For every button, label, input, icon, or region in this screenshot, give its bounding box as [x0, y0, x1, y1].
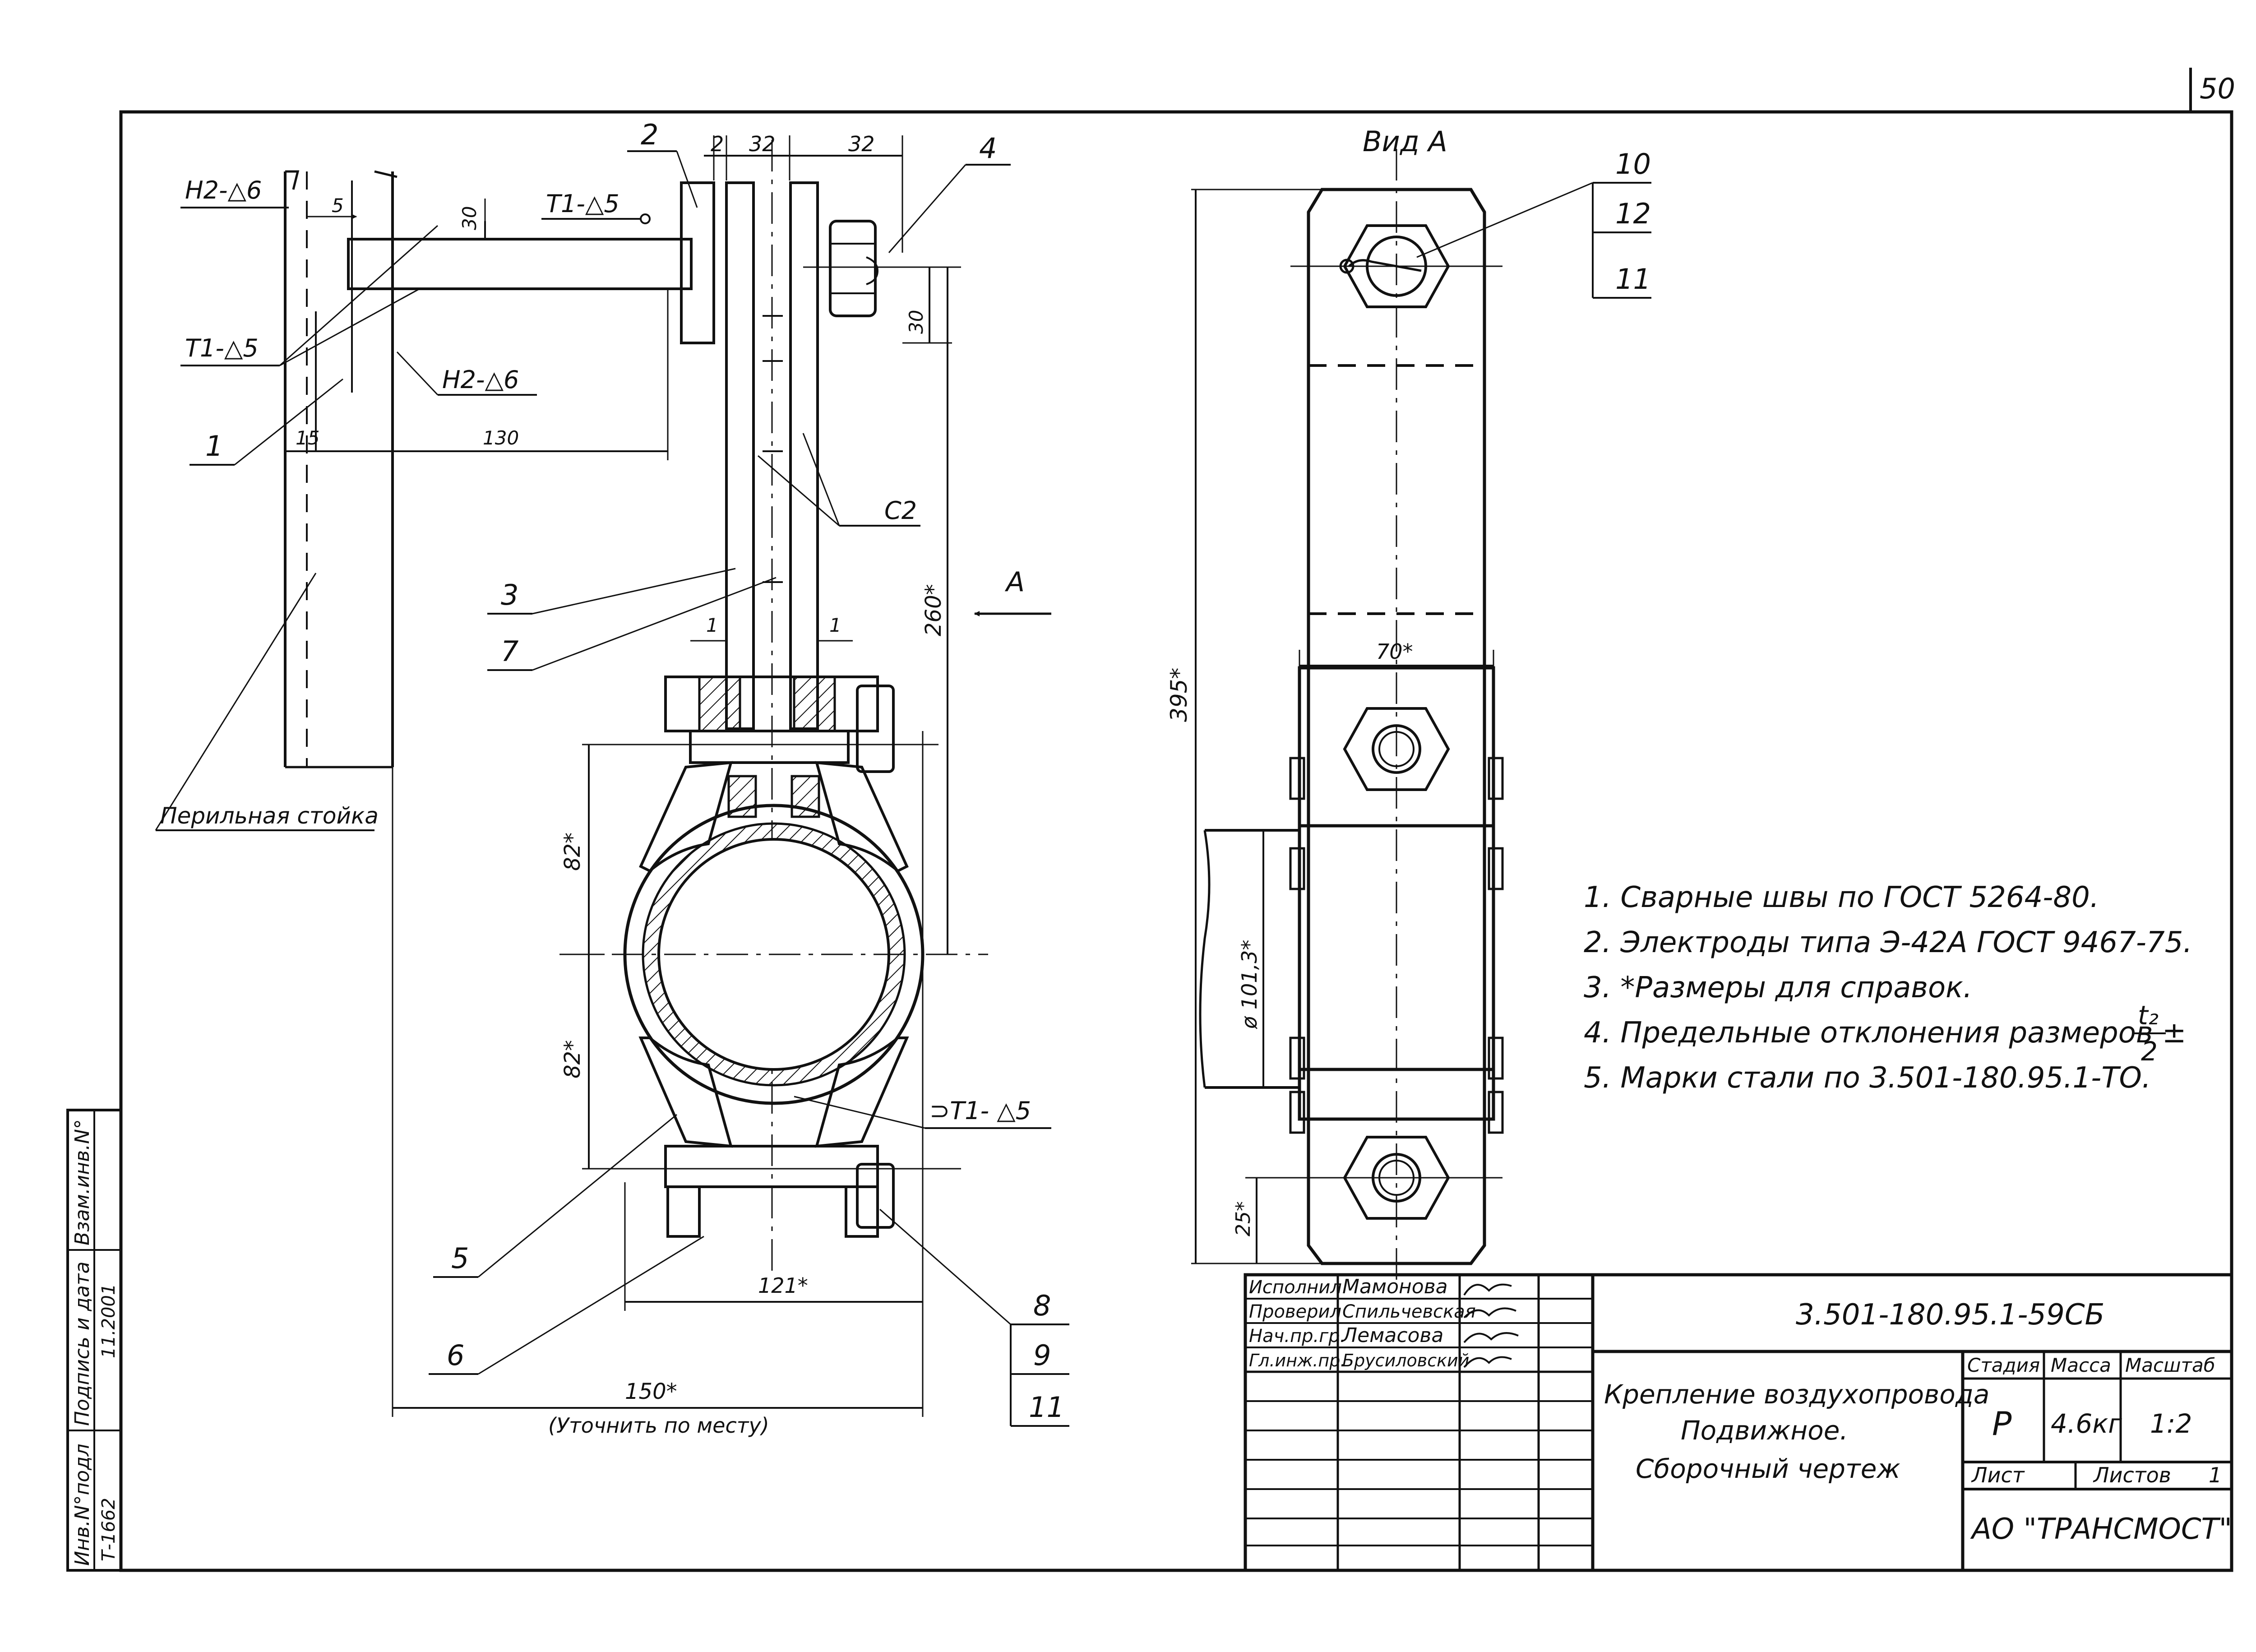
dim-25: 25* — [1232, 1201, 1255, 1236]
technical-notes: 1. Сварные швы по ГОСТ 5264-80. 2. Элект… — [1584, 881, 2192, 1095]
stamp-value-date: 11.2001 — [98, 1284, 119, 1358]
callout-11a: 11 — [1029, 1391, 1064, 1424]
callout-6: 6 — [447, 1339, 464, 1372]
stamp-label-sign: Подпись и дата — [71, 1262, 94, 1426]
title-line-3: Сборочный чертеж — [1636, 1453, 1900, 1484]
dim-30b: 30 — [905, 310, 927, 334]
title-block: Исполнил Проверил Нач.пр.гр. Гл.инж.пр. … — [1244, 1273, 2233, 1572]
dim-5: 5 — [332, 194, 344, 217]
dim-15: 15 — [296, 427, 319, 449]
sheet-number: 50 — [2200, 72, 2235, 105]
dim-30a: 30 — [458, 206, 481, 230]
drawing-designation: 3.501-180.95.1-59СБ — [1796, 1298, 2104, 1332]
front-dimensions: 2 32 32 5 30 30 15 130 260* 1 1 82* 82* … — [285, 132, 1051, 1438]
post-label: Перильная стойка — [160, 803, 379, 829]
callout-3: 3 — [501, 578, 518, 611]
view-a-label: Вид А — [1363, 125, 1447, 158]
bracket-bar — [347, 181, 715, 344]
weld-t1-left: Т1-△5 — [185, 334, 259, 362]
dim-1a: 1 — [706, 614, 718, 636]
note-2: 2. Электроды типа Э-42А ГОСТ 9467-75. — [1584, 926, 2192, 959]
railing-post — [284, 170, 398, 768]
weld-t1-bottom: ⊃Т1- △5 — [929, 1097, 1031, 1125]
note-3: 3. *Размеры для справок. — [1584, 971, 1972, 1004]
weld-c2: С2 — [884, 496, 917, 525]
callout-10: 12 — [1615, 197, 1651, 230]
name-2: Лемасова — [1341, 1324, 1443, 1347]
note-1: 1. Сварные швы по ГОСТ 5264-80. — [1584, 881, 2099, 914]
view-a: Вид А — [1166, 125, 1651, 1286]
role-0: Исполнил — [1249, 1277, 1342, 1298]
sheets-value: 1 — [2209, 1463, 2222, 1487]
view-arrow-label: A — [1004, 566, 1025, 598]
col-stage: Стадия — [1967, 1354, 2040, 1376]
name-0: Мамонова — [1342, 1275, 1448, 1298]
weld-marks: Н2-△6 Т1-△5 Т1-△5 Н2-△6 С2 ⊃Т1- △5 — [180, 176, 1051, 1129]
callout-12: 11 — [1615, 263, 1651, 296]
role-1: Проверил — [1249, 1301, 1341, 1322]
callout-2: 2 — [641, 118, 658, 151]
frame: 50 — [119, 68, 2235, 1572]
dim-395: 395* — [1166, 668, 1192, 722]
name-3: Брусиловский — [1342, 1351, 1469, 1370]
note-5: 5. Марки стали по 3.501-180.95.1-ТО. — [1584, 1061, 2151, 1095]
callout-7: 7 — [501, 635, 518, 668]
dim-70: 70* — [1376, 639, 1413, 664]
weld-h2-mid: Н2-△6 — [442, 366, 519, 394]
stamp-label-vzam: Взам.инв.N° — [71, 1119, 94, 1245]
sheet-label: Лист — [1971, 1463, 2025, 1487]
dim-1b: 1 — [829, 614, 841, 636]
dim-82b: 82* — [560, 1040, 585, 1078]
dim-2: 2 — [711, 132, 724, 156]
weld-t1-top: Т1-△5 — [546, 190, 619, 218]
stamp-label-inv: Инв.N°подл — [71, 1444, 94, 1566]
name-1: Спильчевская — [1342, 1301, 1476, 1322]
mass-value: 4.6кг — [2051, 1408, 2122, 1439]
callout-1: 1 — [205, 430, 223, 463]
callout-11b: 10 — [1615, 148, 1651, 180]
clamp-front-view — [559, 676, 988, 1238]
callout-8: 8 — [1033, 1289, 1051, 1322]
note-4: 4. Предельные отклонения размеров ± — [1584, 1016, 2187, 1050]
weld-h2-top: Н2-△6 — [185, 176, 262, 204]
stamp-value-inv: Т-1662 — [98, 1498, 119, 1561]
sheets-label: Листов — [2093, 1463, 2171, 1487]
top-pin — [803, 220, 961, 317]
col-scale: Масштаб — [2125, 1354, 2215, 1376]
tolerance-num: t₂ — [2138, 1000, 2159, 1031]
role-3: Гл.инж.пр. — [1249, 1351, 1345, 1370]
dim-32b: 32 — [848, 132, 875, 156]
role-2: Нач.пр.гр. — [1249, 1326, 1345, 1347]
dim-82a: 82* — [560, 833, 585, 871]
callout-9: 9 — [1033, 1339, 1051, 1372]
stage-value: Р — [1992, 1405, 2012, 1443]
col-mass: Масса — [2051, 1354, 2111, 1376]
callout-5: 5 — [451, 1242, 469, 1275]
dim-130: 130 — [483, 427, 519, 449]
dim-150: 150* — [625, 1379, 677, 1404]
tolerance-den: 2 — [2141, 1036, 2158, 1067]
callout-4: 4 — [979, 132, 997, 165]
dim-260: 260* — [921, 584, 946, 636]
title-line-2: Подвижное. — [1681, 1415, 1848, 1446]
title-line-1: Крепление воздухопровода — [1604, 1379, 1989, 1410]
dim-121: 121* — [758, 1273, 808, 1298]
scale-value: 1:2 — [2150, 1408, 2192, 1439]
dim-150-note: (Уточнить по месту) — [548, 1413, 769, 1438]
dim-101: ø 101,3* — [1237, 940, 1262, 1029]
dim-32a: 32 — [749, 132, 776, 156]
side-stamp: Инв.N°подл Подпись и дата Взам.инв.N° Т-… — [66, 1109, 122, 1572]
organization: АО "ТРАНСМОСТ" — [1970, 1513, 2232, 1546]
callouts-front: 1 2 3 4 5 6 7 8 9 11 Перильная стойка — [155, 118, 1069, 1427]
